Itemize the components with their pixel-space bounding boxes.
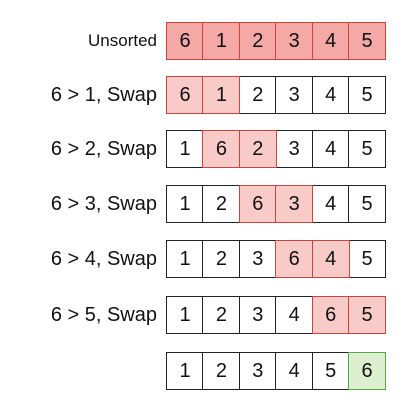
array-cell: 6: [166, 76, 204, 114]
array-cell: 5: [311, 352, 350, 390]
array-cell: 4: [311, 76, 350, 114]
array-cell: 4: [311, 130, 350, 168]
array-cell: 4: [311, 185, 350, 223]
array-cell: 5: [348, 185, 387, 223]
array-cells: 1 2 6 3 4 5: [166, 185, 387, 223]
array-cell: 3: [238, 352, 277, 390]
array-cell: 2: [202, 352, 241, 390]
array-cell: 2: [238, 76, 277, 114]
array-cell: 3: [275, 185, 314, 223]
array-cell: 5: [348, 76, 387, 114]
row-label: 6 > 3, Swap: [50, 193, 157, 215]
array-cell: 1: [166, 130, 204, 168]
array-cell: 5: [348, 296, 387, 334]
row-swap-4: 6 > 4, Swap 1 2 3 6 4 5: [0, 240, 415, 278]
array-cell: 6: [311, 296, 350, 334]
array-cells: 1 6 2 3 4 5: [166, 130, 387, 168]
array-cell: 2: [238, 22, 277, 60]
row-unsorted: Unsorted 6 1 2 3 4 5: [0, 22, 415, 60]
array-cell: 3: [238, 296, 277, 334]
array-cell: 6: [275, 240, 314, 278]
array-cell: 6: [202, 130, 241, 168]
array-cell: 6: [166, 22, 204, 60]
array-cell: 2: [202, 240, 241, 278]
array-cell: 5: [348, 22, 387, 60]
row-label: 6 > 1, Swap: [50, 84, 157, 106]
array-cell: 1: [202, 76, 241, 114]
row-label: 6 > 4, Swap: [50, 248, 157, 270]
array-cell: 3: [275, 76, 314, 114]
row-sorted: 1 2 3 4 5 6: [0, 352, 415, 390]
row-swap-1: 6 > 1, Swap 6 1 2 3 4 5: [0, 76, 415, 114]
array-cell: 4: [311, 22, 350, 60]
array-cell: 1: [166, 296, 204, 334]
array-cell: 4: [275, 352, 314, 390]
array-cells: 1 2 3 6 4 5: [166, 240, 387, 278]
row-label: 6 > 5, Swap: [50, 304, 157, 326]
row-label: 6 > 2, Swap: [50, 138, 157, 160]
array-cells: 1 2 3 4 5 6: [166, 352, 387, 390]
array-cell: 2: [202, 296, 241, 334]
row-swap-2: 6 > 2, Swap 1 6 2 3 4 5: [0, 130, 415, 168]
array-cells: 1 2 3 4 6 5: [166, 296, 387, 334]
array-cell: 1: [166, 185, 204, 223]
row-swap-5: 6 > 5, Swap 1 2 3 4 6 5: [0, 296, 415, 334]
array-cell: 4: [311, 240, 350, 278]
array-cell: 6: [238, 185, 277, 223]
array-cell: 5: [348, 240, 387, 278]
row-label: Unsorted: [88, 31, 157, 50]
array-cell: 3: [238, 240, 277, 278]
array-cell: 3: [275, 130, 314, 168]
array-cell-sorted: 6: [348, 352, 387, 390]
array-cell: 2: [238, 130, 277, 168]
array-cell: 1: [202, 22, 241, 60]
array-cell: 5: [348, 130, 387, 168]
array-cell: 4: [275, 296, 314, 334]
array-cell: 2: [202, 185, 241, 223]
array-cell: 1: [166, 240, 204, 278]
array-cells: 6 1 2 3 4 5: [166, 22, 387, 60]
array-cell: 3: [275, 22, 314, 60]
array-cell: 1: [166, 352, 204, 390]
row-swap-3: 6 > 3, Swap 1 2 6 3 4 5: [0, 185, 415, 223]
array-cells: 6 1 2 3 4 5: [166, 76, 387, 114]
